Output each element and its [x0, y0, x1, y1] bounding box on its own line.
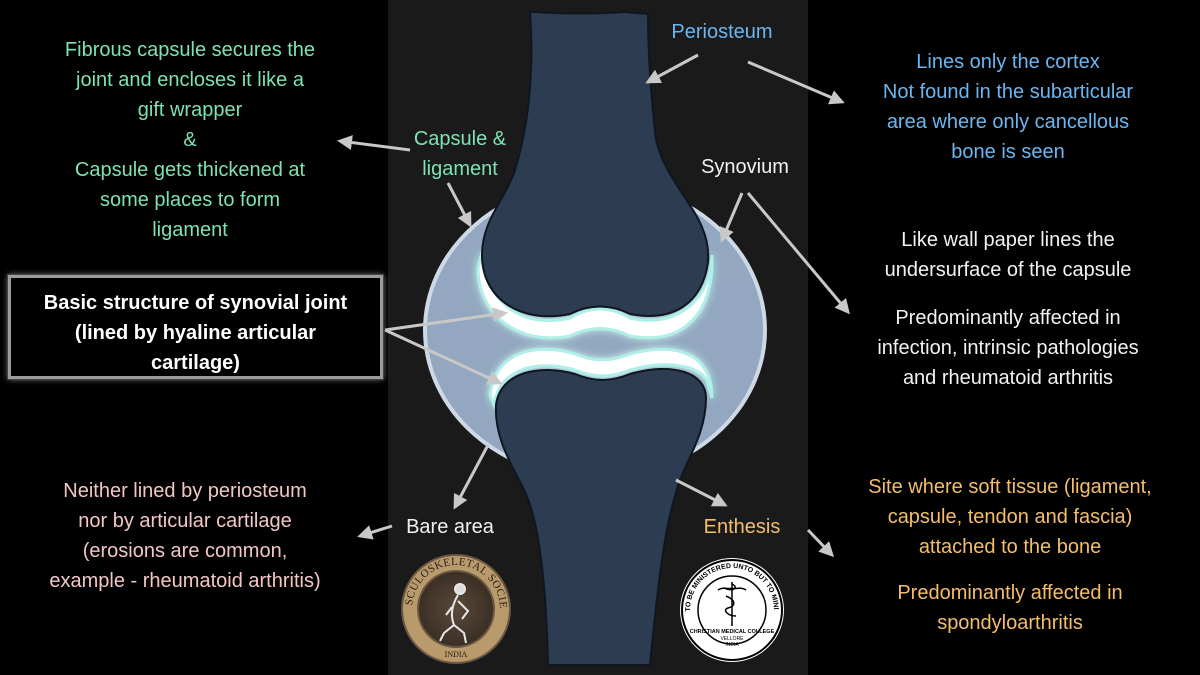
- fibrous-capsule-note: Fibrous capsule secures the joint and en…: [64, 39, 316, 241]
- synovium-label: Synovium: [701, 156, 789, 178]
- arrow-bare-area-to-note: [357, 524, 393, 540]
- svg-text:CHRISTIAN MEDICAL COLLEGE: CHRISTIAN MEDICAL COLLEGE: [690, 629, 775, 635]
- arrow-periosteum-to-bone: [645, 53, 699, 84]
- arrow-enthesis-to-note: [806, 528, 835, 558]
- skeleton-figure-icon: [439, 583, 470, 644]
- bare-area-label: Bare area: [406, 516, 494, 538]
- bare-area-note: Neither lined by periosteum nor by artic…: [49, 480, 321, 592]
- periosteum-label: Periosteum: [671, 21, 773, 43]
- arrow-title-to-upper-cartilage: [384, 307, 508, 332]
- arrow-periosteum-to-note: [747, 60, 845, 105]
- enthesis-label: Enthesis: [703, 516, 781, 538]
- svg-text:VELLORE: VELLORE: [720, 636, 744, 642]
- christian-medical-college-logo: NOT TO BE MINISTERED UNTO BUT TO MINISTE…: [678, 556, 784, 662]
- musculoskeletal-society-logo: MUSCULOSKELETAL SOCIETY INDIA: [400, 553, 511, 664]
- arrow-title-to-lower-cartilage: [384, 328, 503, 385]
- svg-text:INDIA: INDIA: [445, 650, 468, 659]
- title-text: Basic structure of synovial joint (lined…: [43, 292, 348, 374]
- upper-articular-cartilage: [476, 251, 714, 340]
- arrow-synovium-to-joint: [719, 192, 744, 243]
- caduceus-icon: [717, 582, 747, 626]
- arrow-enthesis-to-joint: [675, 478, 728, 507]
- lower-articular-cartilage: [488, 347, 714, 411]
- arrow-capsule-to-joint: [446, 182, 472, 228]
- capsule-ligament-label: Capsule & ligament: [413, 128, 507, 180]
- title-box: Basic structure of synovial joint (lined…: [8, 275, 383, 379]
- arrow-synovium-to-note: [746, 192, 850, 315]
- pointer-arrows: [337, 53, 850, 558]
- periosteum-note: Lines only the cortex Not found in the s…: [882, 51, 1134, 163]
- enthesis-note: Site where soft tissue (ligament, capsul…: [868, 476, 1152, 634]
- svg-text:INDIA: INDIA: [725, 642, 739, 648]
- arrow-bare-area-to-joint: [453, 444, 490, 510]
- upper-bone: [480, 10, 710, 318]
- arrow-capsule-to-note: [337, 135, 411, 152]
- synovium-note: Like wall paper lines the undersurface o…: [877, 229, 1139, 389]
- lower-bone: [494, 367, 708, 666]
